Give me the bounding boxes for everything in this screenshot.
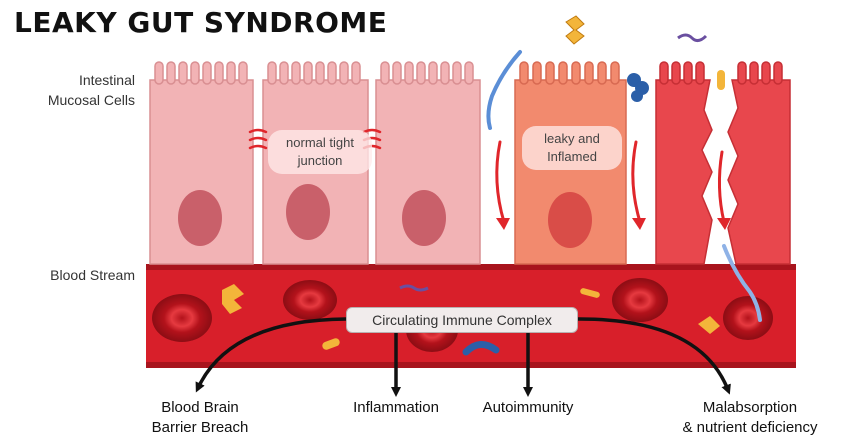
toxin-particle-icon bbox=[580, 288, 600, 298]
red-flow-arrow-icon bbox=[717, 150, 726, 224]
leaky-inflamed-bubble: leaky and Inflamed bbox=[522, 126, 622, 170]
outcome-inflammation: Inflammation bbox=[336, 398, 456, 418]
leaky-bubble-line2: Inflamed bbox=[547, 149, 597, 164]
blood-cell-icon bbox=[152, 294, 212, 342]
normal-bubble-line1: normal tight bbox=[286, 135, 354, 150]
pathogens bbox=[222, 15, 762, 356]
bacteria-icon bbox=[722, 244, 762, 322]
outcome-blood-brain: Blood Brain Barrier Breach bbox=[140, 398, 260, 438]
toxin-particle-icon bbox=[717, 70, 725, 90]
outcome-label-line1: Inflammation bbox=[353, 399, 439, 416]
blood-cell-icon bbox=[283, 280, 337, 320]
red-blood-cells bbox=[152, 278, 773, 352]
bacteria-icon bbox=[462, 341, 500, 356]
red-flow-arrow-icon bbox=[495, 140, 506, 224]
outcome-label-line2: Barrier Breach bbox=[151, 419, 249, 436]
healthy-cell-3 bbox=[375, 61, 481, 265]
bacteria-icon bbox=[399, 284, 429, 292]
toxin-particle-icon bbox=[698, 316, 720, 334]
leaky-bubble-line1: leaky and bbox=[544, 131, 600, 146]
outcome-label-line1: Autoimmunity bbox=[482, 399, 574, 416]
outcome-malabsorption: Malabsorption & nutrient deficiency bbox=[660, 398, 840, 438]
nucleus bbox=[548, 192, 592, 248]
mucosal-label-line2: Mucosal Cells bbox=[47, 92, 135, 108]
blood-cell-icon bbox=[612, 278, 668, 322]
mucosal-cells-label: Intestinal Mucosal Cells bbox=[20, 70, 135, 110]
nucleus bbox=[178, 190, 222, 246]
outcome-label-line1: Malabsorption bbox=[702, 399, 798, 416]
nucleus bbox=[402, 190, 446, 246]
outcome-label-line1: Blood Brain bbox=[161, 399, 239, 416]
bacteria-icon bbox=[677, 33, 708, 43]
outcome-label-line2: & nutrient deficiency bbox=[682, 419, 818, 436]
bacteria-icon bbox=[631, 90, 643, 102]
page-title: LEAKY GUT SYNDROME bbox=[14, 6, 388, 39]
normal-junction-bubble: normal tight junction bbox=[268, 130, 372, 174]
outcome-arrows bbox=[195, 317, 731, 397]
bacteria-icon bbox=[565, 15, 585, 45]
toxin-particle-icon bbox=[322, 338, 340, 350]
healthy-cell-1 bbox=[149, 61, 254, 265]
normal-bubble-line2: junction bbox=[297, 153, 343, 168]
circulating-immune-complex-label: Circulating Immune Complex bbox=[346, 307, 578, 333]
mucosal-label-line1: Intestinal bbox=[78, 72, 135, 88]
damaged-cell-left bbox=[655, 61, 713, 265]
bacteria-icon bbox=[486, 50, 522, 130]
arrow-blood-brain bbox=[195, 317, 347, 393]
outcome-autoimmunity: Autoimmunity bbox=[468, 398, 588, 418]
arrow-malabsorption bbox=[575, 317, 731, 395]
damaged-cell-right bbox=[727, 61, 791, 265]
red-flow-arrow-icon bbox=[631, 140, 642, 224]
red-flow-arrows bbox=[495, 140, 726, 224]
blood-stream-label: Blood Stream bbox=[50, 267, 135, 283]
toxin-particle-icon bbox=[222, 284, 244, 314]
nucleus bbox=[286, 184, 330, 240]
blood-cell-icon bbox=[723, 296, 773, 340]
